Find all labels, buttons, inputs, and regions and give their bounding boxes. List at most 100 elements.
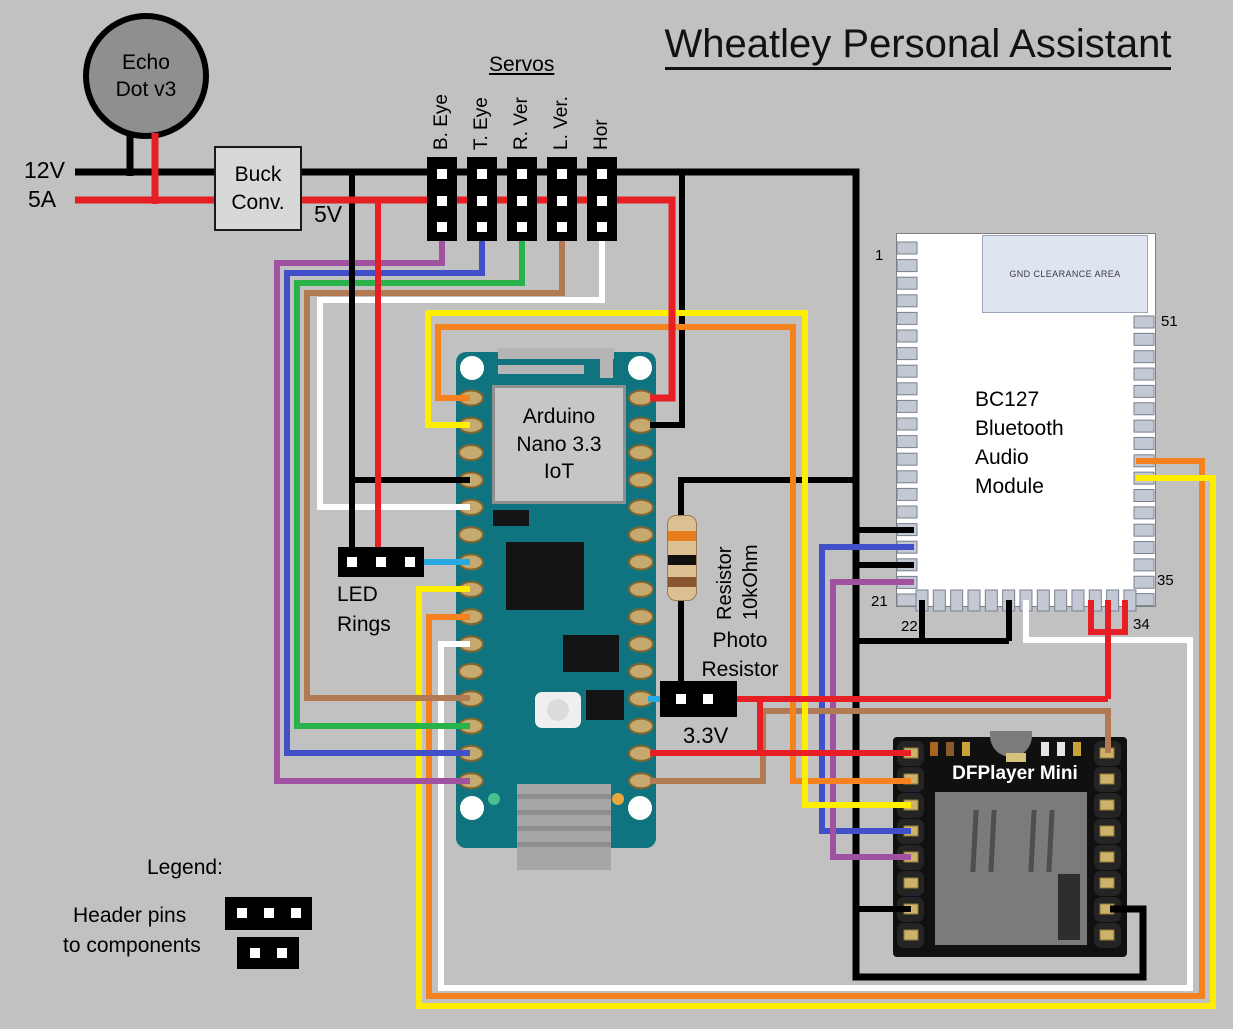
bc127-left-pin [896, 259, 918, 273]
wire-yellow-arduino-dfplayer [425, 310, 911, 808]
header-pin [376, 557, 386, 567]
header-pin [703, 694, 713, 704]
arduino-left-pad [458, 444, 484, 462]
dfplayer-right-pad [1099, 877, 1115, 889]
wire-servo-lver-brown [304, 232, 565, 701]
bc127-right-pin [1133, 315, 1155, 329]
mounting-hole [460, 796, 484, 820]
bc127-left-pin [896, 294, 918, 308]
bc127-pin34-number: 34 [1133, 616, 1150, 633]
dfplayer-left-pad [903, 929, 919, 941]
wire-resistor-top-gnd [678, 477, 856, 517]
legend-line1: Header pins [73, 904, 187, 927]
bc127-right-pin [1133, 593, 1155, 607]
bc127-left-pin [896, 399, 918, 413]
bc127-left-pin [896, 435, 918, 449]
arduino-right-pad [628, 744, 654, 762]
arduino-left-pad [458, 662, 484, 680]
arduino-right-pad [628, 772, 654, 790]
wire-orange-arduino-dfplayer [435, 324, 911, 784]
photo-resistor-label: Photo Resistor [701, 629, 779, 682]
wire-yellow-wrap-net [416, 475, 1216, 1009]
mounting-hole [628, 796, 652, 820]
led-rings-header [338, 547, 424, 577]
wire-orange-wrap-net [426, 458, 1205, 999]
arduino-right-pad [628, 662, 654, 680]
label-12v: 12V [24, 157, 65, 183]
header-pin [437, 169, 447, 179]
arduino-right-pad [628, 553, 654, 571]
bc127-pin21-number: 21 [871, 593, 888, 610]
arduino-right-pad [628, 717, 654, 735]
header-pin [597, 169, 607, 179]
arduino-right-pad [628, 471, 654, 489]
legend-line2: to components [63, 934, 201, 957]
legend-2pin-header [237, 937, 299, 969]
bc127-left-pin [896, 241, 918, 255]
bc127-right-pin [1133, 402, 1155, 416]
smd-component [946, 742, 954, 756]
sd-card-slot [935, 792, 1087, 945]
mounting-hole [460, 356, 484, 380]
bc127-bottom-pin [1036, 589, 1050, 612]
dfplayer-label: DFPlayer Mini [952, 763, 1078, 784]
legend-3pin-header [225, 897, 312, 930]
wire-purple-bc127-dfplayer [830, 579, 914, 860]
wire-servo-hor-white [317, 232, 605, 510]
bc127-right-pin [1133, 523, 1155, 537]
buck-converter: Buck Conv. [214, 146, 302, 231]
bc127-right-pin [1133, 367, 1155, 381]
bc127-left-pin [896, 382, 918, 396]
servo-header-1 [427, 157, 457, 241]
bc127-right-pin [1133, 558, 1155, 572]
dfplayer-left-pad [903, 877, 919, 889]
servo-header-3 [507, 157, 537, 241]
label-5a: 5A [28, 186, 57, 212]
antenna-trace [498, 365, 584, 374]
mounting-hole [628, 356, 652, 380]
echo-dot: Echo Dot v3 [83, 13, 209, 139]
ic-chip [586, 690, 624, 720]
servos-title: Servos [489, 53, 555, 76]
header-pin [291, 908, 301, 918]
wire-servo-teye-blue [284, 232, 485, 756]
arduino-right-pad [628, 389, 654, 407]
header-pin [557, 169, 567, 179]
bc127-bottom-pin [984, 589, 998, 612]
bc127-pin35-number: 35 [1157, 572, 1174, 589]
bc127-left-pin [896, 311, 918, 325]
bc127-left-pin [896, 505, 918, 519]
power-led [488, 793, 500, 805]
bc127-pin1-number: 1 [875, 247, 884, 264]
bc127-bottom-pin [1054, 589, 1068, 612]
smd-component [1057, 742, 1065, 756]
resistor-10k [667, 515, 697, 601]
ic-chip [493, 510, 529, 526]
header-pin [676, 694, 686, 704]
header-pin [597, 196, 607, 206]
header-pin [517, 169, 527, 179]
antenna-trace [498, 348, 614, 359]
arduino-right-pad [628, 608, 654, 626]
arduino-module: Arduino Nano 3.3 IoT [492, 385, 626, 504]
bc127-right-pin [1133, 541, 1155, 555]
bc127-right-pin [1133, 436, 1155, 450]
bc127-right-pin [1133, 419, 1155, 433]
smd-component [930, 742, 938, 756]
gnd-clearance-label: GND CLEARANCE AREA [1009, 269, 1121, 279]
smd-component [1041, 742, 1049, 756]
mcu-chip [506, 542, 584, 610]
arduino-right-pad [628, 526, 654, 544]
photo-resistor-header [660, 681, 737, 717]
servo-header-4 [547, 157, 577, 241]
dfplayer-right-pad [1099, 773, 1115, 785]
resistor-band [668, 531, 696, 541]
status-led [612, 793, 624, 805]
resistor-band [668, 555, 696, 565]
wire-gnd-arduino-right [650, 172, 685, 428]
arduino-right-pad [628, 580, 654, 598]
arduino-nano-board: Arduino Nano 3.3 IoT [456, 348, 656, 870]
bc127-left-pin [896, 347, 918, 361]
